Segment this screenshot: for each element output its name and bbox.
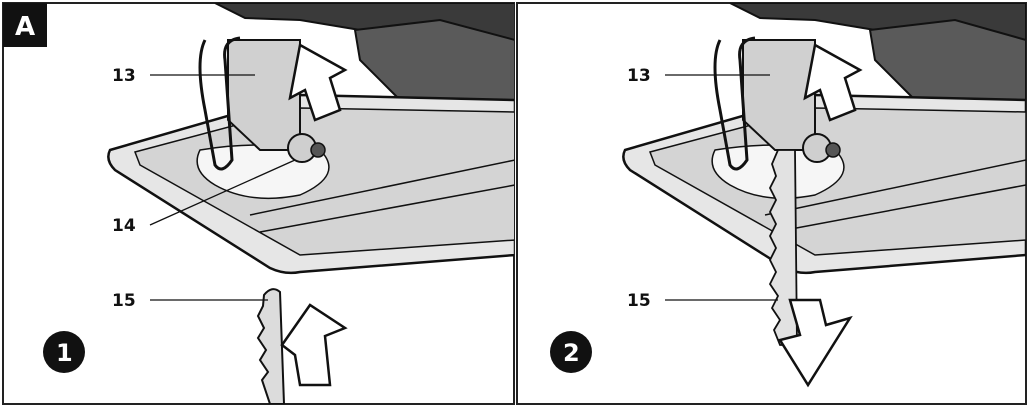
- plate-ridge-2: [764, 159, 1026, 233]
- blade-up-arrow: [280, 303, 348, 387]
- step-2-marker: [550, 331, 592, 373]
- saw-blade: [256, 288, 286, 404]
- step-1-marker: [43, 331, 85, 373]
- lever-wire-2: [713, 36, 756, 171]
- step-1-text: 1: [56, 339, 73, 367]
- label-13-p2: 13: [627, 66, 651, 86]
- label-15-p2: 15: [627, 291, 651, 311]
- plate-ridge: [249, 159, 514, 233]
- label-13-p1: 13: [112, 66, 136, 86]
- guide-roller-nut: [310, 142, 326, 158]
- saw-blade-inserted: [768, 149, 798, 346]
- lever-up-arrow: [288, 43, 348, 122]
- panel-2-illustration: [622, 3, 1026, 388]
- panel-1-illustration: [107, 3, 514, 404]
- leader-14-p1: [149, 159, 296, 226]
- lever-up-arrow-2: [803, 43, 863, 122]
- label-14-p1: 14: [112, 216, 136, 236]
- blade-down-arrow: [778, 298, 853, 388]
- label-15-p1: 15: [112, 291, 136, 311]
- guide-roller-nut-2: [825, 142, 841, 158]
- figure-badge-text: A: [15, 12, 35, 42]
- figure-badge: [3, 3, 47, 47]
- step-2-text: 2: [563, 339, 580, 367]
- lever-wire: [198, 36, 241, 171]
